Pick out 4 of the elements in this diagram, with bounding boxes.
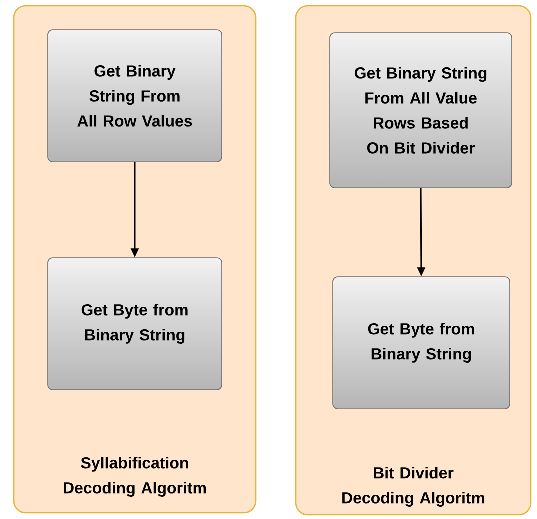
- process-box: Get Byte from Binary String: [332, 276, 510, 410]
- process-box: Get Byte from Binary String: [48, 258, 222, 390]
- process-box: Get Binary String From All Row Values: [48, 30, 222, 162]
- process-box: Get Binary String From All Value Rows Based On Bit Divider: [330, 32, 512, 188]
